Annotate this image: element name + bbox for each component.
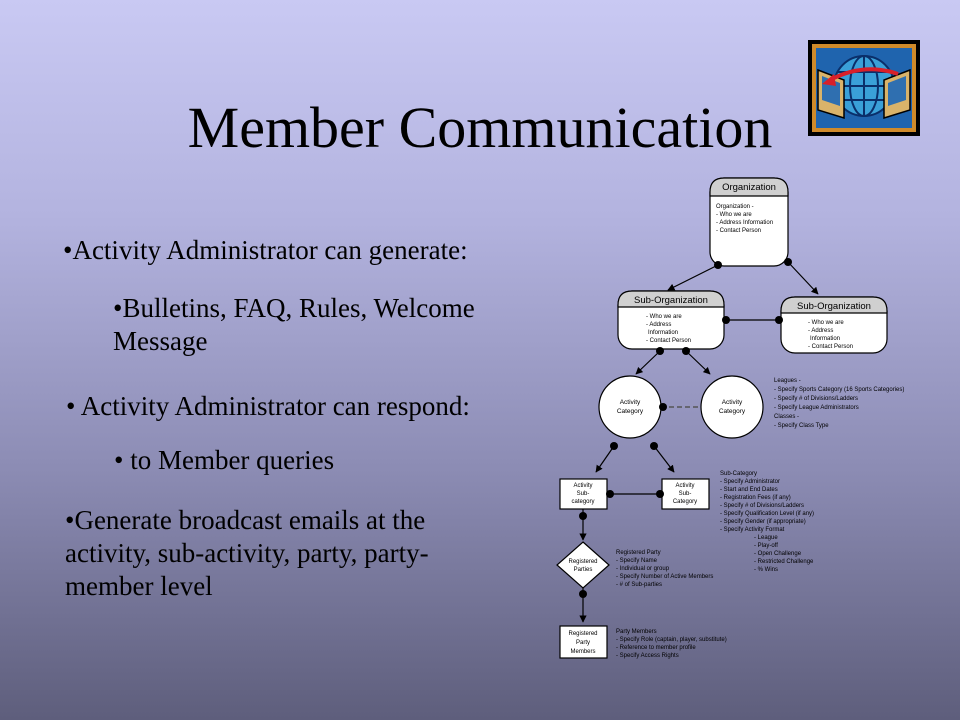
subcat-note: - Specify Administrator bbox=[720, 479, 780, 485]
subcat-left-line: category bbox=[571, 499, 594, 505]
leagues-note: - Specify # of Divisions/Ladders bbox=[774, 396, 858, 402]
activity-right-line: Category bbox=[719, 408, 746, 415]
bullet-respond: • Activity Administrator can respond: bbox=[66, 391, 470, 421]
leagues-note: Classes - bbox=[774, 414, 799, 420]
subcat-right-line: Category bbox=[673, 499, 697, 505]
organization-line: - Address Information bbox=[716, 220, 773, 226]
member-note: - Specify Access Rights bbox=[616, 653, 679, 659]
bullet-bulletins: •Bulletins, FAQ, Rules, Welcome Message bbox=[113, 293, 475, 356]
organization-line: - Contact Person bbox=[716, 228, 761, 234]
party-note: - Specify Name bbox=[616, 558, 658, 564]
bullet-broadcast-emails: •Generate broadcast emails at the activi… bbox=[65, 505, 429, 601]
format-option: - Restricted Challenge bbox=[754, 559, 814, 565]
members-line: Members bbox=[570, 649, 595, 655]
sub-org-right-line: - Address bbox=[808, 328, 833, 334]
registered-parties-line: Parties bbox=[574, 567, 593, 573]
member-notes: Party Members - Specify Role (captain, p… bbox=[616, 629, 727, 659]
party-note: - Individual or group bbox=[616, 566, 670, 572]
bullet-list: •Activity Administrator can generate: •B… bbox=[63, 235, 475, 601]
format-option: - League bbox=[754, 535, 778, 541]
activity-category-right-node: Activity Category bbox=[700, 375, 764, 439]
sub-org-left-header: Sub-Organization bbox=[634, 295, 708, 306]
registered-parties-line: Registered bbox=[568, 559, 597, 565]
format-option: - Play-off bbox=[754, 543, 778, 549]
sub-org-right-line: - Contact Person bbox=[808, 344, 853, 350]
sub-org-right-line: - Who we are bbox=[808, 320, 844, 326]
activity-left-line: Activity bbox=[620, 399, 641, 406]
leagues-note: Leagues - bbox=[774, 378, 801, 384]
member-note: Party Members bbox=[616, 629, 657, 635]
page-title: Member Communication bbox=[187, 95, 773, 160]
leagues-note: - Specify Class Type bbox=[774, 423, 829, 429]
leagues-notes: Leagues - - Specify Sports Category (16 … bbox=[774, 378, 904, 429]
subcat-note: Sub-Category bbox=[720, 471, 757, 477]
subcat-note: - Start and End Dates bbox=[720, 487, 778, 493]
sub-org-right-line: Information bbox=[810, 336, 840, 342]
subcat-right-line: Activity bbox=[675, 483, 694, 489]
bullet-generate: •Activity Administrator can generate: bbox=[63, 235, 468, 265]
sub-org-left-line: - Who we are bbox=[646, 314, 682, 320]
bullet-member-queries: • to Member queries bbox=[114, 445, 335, 475]
subcat-note: - Registration Fees (if any) bbox=[720, 495, 791, 501]
activity-subcategory-right-node: Activity Sub- Category bbox=[661, 478, 710, 510]
leagues-note: - Specify League Administrators bbox=[774, 405, 859, 411]
organization-hierarchy-diagram: Organization Organization - - Who we are… bbox=[556, 177, 904, 659]
subcat-left-line: Activity bbox=[573, 483, 592, 489]
subcat-note: - Specify Activity Format bbox=[720, 527, 785, 533]
members-line: Party bbox=[576, 640, 590, 646]
subcat-note: - Specify # of Divisions/Ladders bbox=[720, 503, 804, 509]
party-notes: Registered Party - Specify Name - Indivi… bbox=[616, 550, 713, 588]
party-note: - Specify Number of Active Members bbox=[616, 574, 713, 580]
organization-node: Organization Organization - - Who we are… bbox=[709, 177, 789, 267]
sub-org-left-line: - Contact Person bbox=[646, 338, 691, 344]
members-line: Registered bbox=[568, 631, 597, 637]
activity-subcategory-left-node: Activity Sub- category bbox=[559, 478, 608, 510]
format-option: - % Wins bbox=[754, 567, 778, 573]
party-note: - # of Sub-parties bbox=[616, 582, 662, 588]
subcat-note: - Specify Qualification Level (if any) bbox=[720, 511, 814, 517]
party-note: Registered Party bbox=[616, 550, 661, 556]
organization-line: Organization - bbox=[716, 204, 754, 210]
subcat-note: - Specify Gender (if appropriate) bbox=[720, 519, 806, 525]
subcat-left-line: Sub- bbox=[577, 491, 590, 497]
sub-org-right-header: Sub-Organization bbox=[797, 301, 871, 312]
subcat-right-line: Sub- bbox=[679, 491, 692, 497]
format-option: - Open Challenge bbox=[754, 551, 802, 557]
registered-parties-node: Registered Parties bbox=[556, 541, 610, 589]
sub-org-left-line: - Address bbox=[646, 322, 671, 328]
registered-party-members-node: Registered Party Members bbox=[559, 625, 608, 659]
sub-org-left-line: Information bbox=[648, 330, 678, 336]
activity-category-left-node: Activity Category bbox=[598, 375, 662, 439]
leagues-note: - Specify Sports Category (16 Sports Cat… bbox=[774, 387, 904, 393]
organization-line: - Who we are bbox=[716, 212, 752, 218]
organization-header: Organization bbox=[722, 182, 776, 193]
activity-left-line: Category bbox=[617, 408, 644, 415]
member-note: - Specify Role (captain, player, substit… bbox=[616, 637, 727, 643]
activity-right-line: Activity bbox=[722, 399, 743, 406]
subcategory-notes: Sub-Category - Specify Administrator - S… bbox=[720, 471, 814, 573]
member-note: - Reference to member profile bbox=[616, 645, 696, 651]
globe-computers-logo-icon bbox=[808, 40, 920, 136]
sub-organization-right-node: Sub-Organization - Who we are - Address … bbox=[780, 296, 888, 354]
sub-organization-left-node: Sub-Organization - Who we are - Address … bbox=[617, 290, 725, 350]
